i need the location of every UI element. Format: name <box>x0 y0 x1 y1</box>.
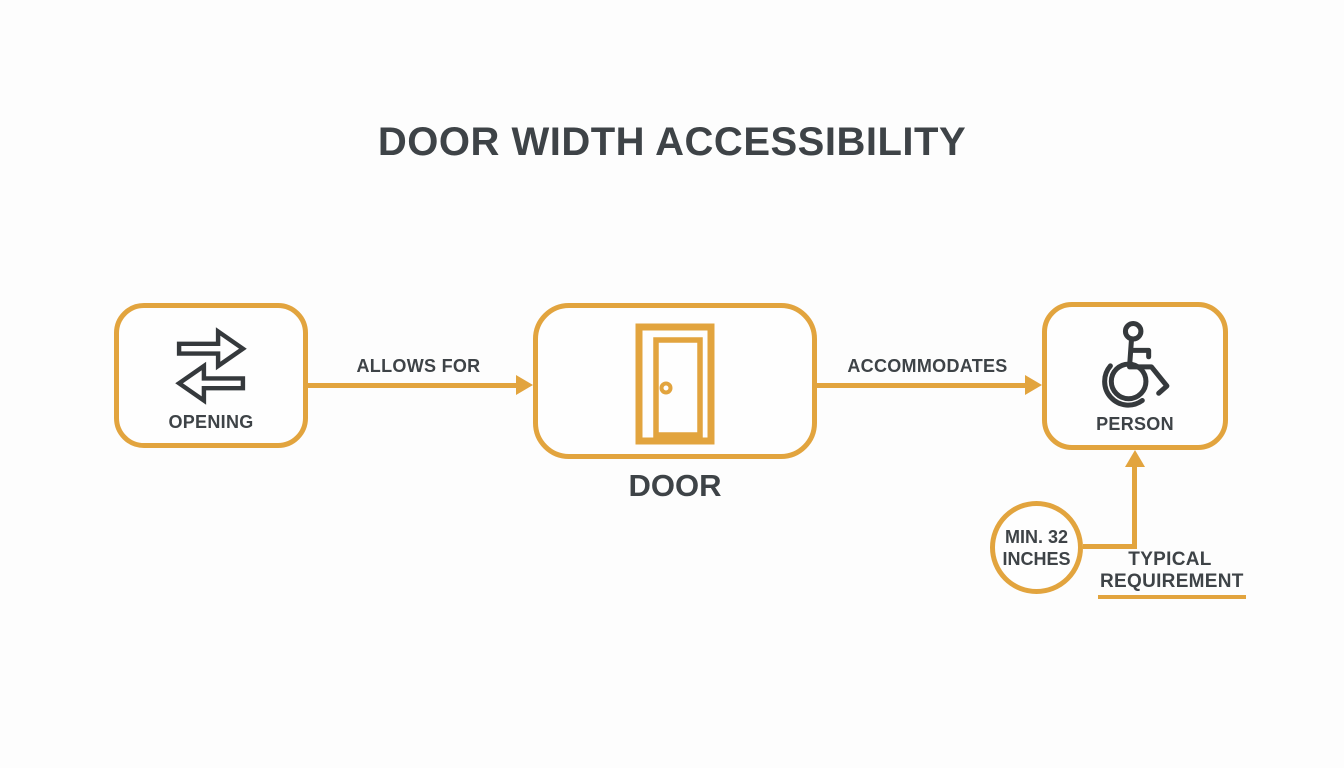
annotation-connector-vertical <box>1132 466 1137 549</box>
edge-accommodates-line <box>817 383 1028 388</box>
node-opening: OPENING <box>114 303 308 448</box>
min-width-line1: MIN. 32 <box>1004 526 1069 547</box>
node-door-label: DOOR <box>628 468 722 503</box>
note-line2: REQUIREMENT <box>1098 571 1246 599</box>
edge-allows-for-arrowhead-icon <box>516 375 533 395</box>
note-line1: TYPICAL <box>1128 549 1212 570</box>
node-door <box>533 303 817 459</box>
annotation-arrowhead-up-icon <box>1124 450 1145 467</box>
edge-allows-for-label: ALLOWS FOR <box>356 356 481 376</box>
edge-allows-for-line <box>308 383 519 388</box>
edge-accommodates-label: ACCOMMODATES <box>847 356 1008 376</box>
transfer-arrows-icon <box>172 322 250 415</box>
node-person: PERSON <box>1042 302 1228 450</box>
node-opening-label: OPENING <box>168 412 254 432</box>
edge-accommodates-arrowhead-icon <box>1025 375 1042 395</box>
node-person-label: PERSON <box>1096 414 1174 434</box>
wheelchair-icon <box>1094 319 1176 416</box>
min-width-circle: MIN. 32 INCHES <box>990 501 1083 594</box>
door-icon <box>635 323 715 450</box>
typical-requirement-note: TYPICAL REQUIREMENT <box>1098 549 1246 599</box>
diagram-title: DOOR WIDTH ACCESSIBILITY <box>377 120 967 164</box>
min-width-line2: INCHES <box>1002 548 1071 569</box>
annotation-connector-horizontal <box>1083 544 1137 549</box>
